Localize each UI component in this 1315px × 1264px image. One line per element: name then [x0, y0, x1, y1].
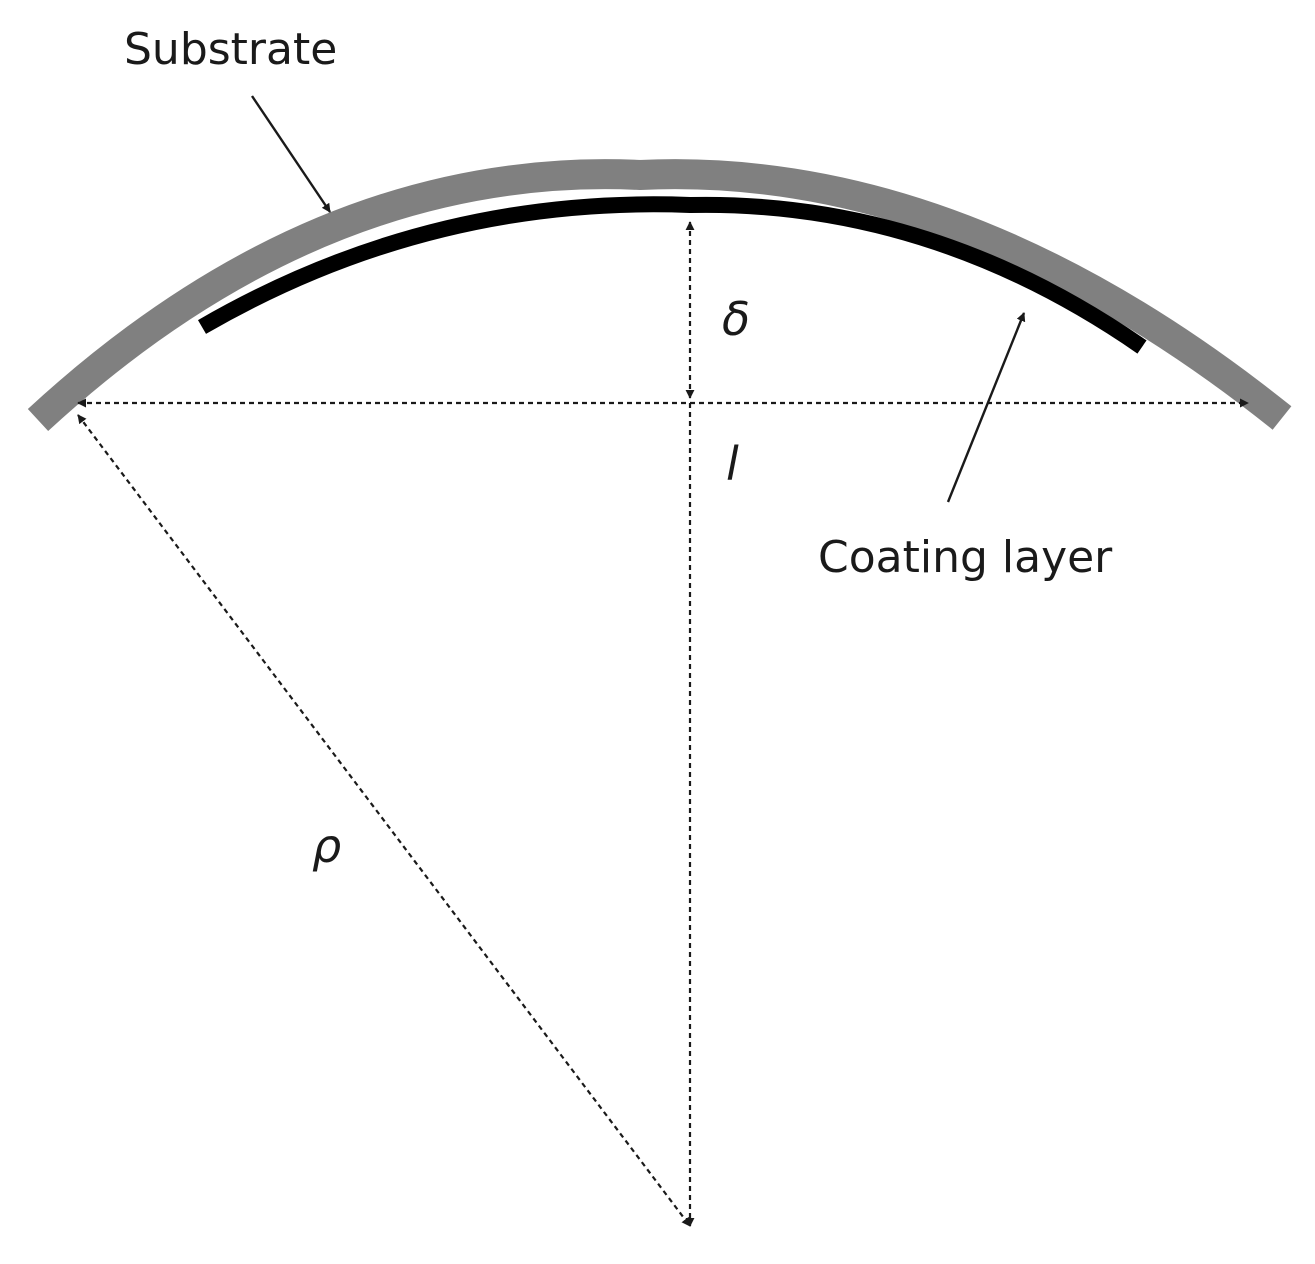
substrate-arc: [27, 159, 1292, 432]
substrate-pointer: [251, 95, 331, 213]
deflection-symbol: δ: [722, 292, 750, 346]
length-symbol: l: [726, 437, 739, 491]
substrate-label: Substrate: [124, 24, 337, 75]
radius-line: [77, 414, 691, 1227]
coating-arc: [197, 196, 1147, 354]
coating-pointer: [946, 312, 1026, 503]
coating-label: Coating layer: [818, 532, 1113, 583]
radius-symbol: ρ: [312, 819, 341, 873]
